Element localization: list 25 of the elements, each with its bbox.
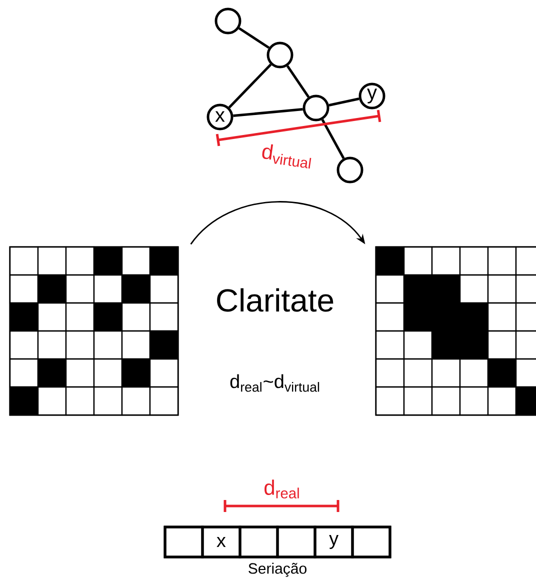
strip-cell: x — [201, 526, 242, 558]
edge-line — [238, 27, 270, 49]
strip-cell — [164, 526, 204, 558]
node-label: Seriação — [248, 562, 306, 577]
matrix-drawing — [375, 246, 536, 416]
edge-line — [321, 119, 345, 159]
circle-node: y — [358, 82, 386, 110]
circle-node — [266, 42, 294, 68]
circle-node — [214, 8, 242, 34]
edge-line — [228, 64, 272, 108]
title-text: Claritate — [217, 288, 334, 312]
strip-cell — [276, 526, 316, 558]
circle-node — [302, 94, 330, 122]
circle-node — [336, 156, 364, 184]
matrix-drawing — [9, 246, 179, 416]
formula-text: d$_{real}$~d$_{virtual}$ — [230, 374, 320, 392]
dimension-label: d$_{real}$ — [264, 480, 299, 498]
edge-line — [233, 108, 303, 117]
strip-cell — [238, 526, 279, 558]
edge-line — [328, 98, 360, 106]
edge-line — [286, 65, 310, 98]
strip-cell: y — [314, 526, 354, 558]
strip-cell — [351, 526, 392, 558]
dimension-label: d$_{virtual}$ — [262, 144, 312, 169]
circle-node: x — [206, 104, 234, 130]
